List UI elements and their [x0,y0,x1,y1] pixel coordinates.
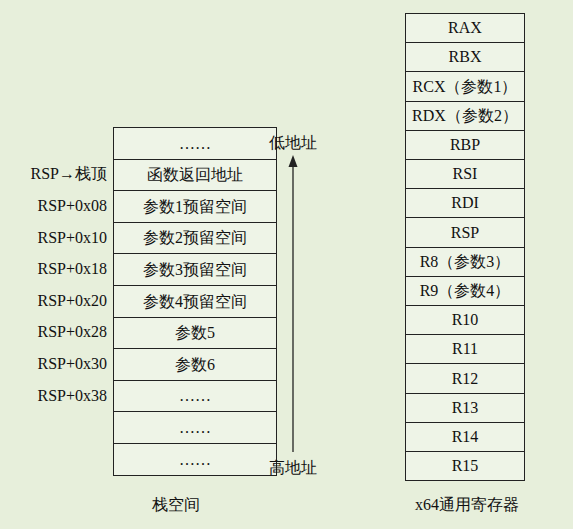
cell-text: …… [179,419,211,437]
register-cell: RSI [405,159,525,189]
offset-label: RSP+0x20 [38,292,108,310]
register-cell: R14 [405,422,525,452]
cell-text: R9（参数4） [420,282,511,300]
stack-cell: 参数6 [113,348,277,381]
cell-text: R14 [452,428,479,446]
cell-text: RDI [451,194,479,212]
register-cell: R15 [405,451,525,481]
cell-text: RAX [448,19,482,37]
address-label: 低地址 [269,134,317,152]
register-cell: RAX [405,13,525,43]
cell-text: 参数6 [175,356,215,374]
register-cell: RSP [405,217,525,248]
offset-label: RSP+0x10 [38,229,108,247]
stack-cell: 参数2预留空间 [113,222,277,254]
offset-label: RSP+0x28 [38,324,108,342]
offset-label: RSP+0x18 [38,260,108,278]
cell-text: RDX（参数2） [412,107,518,125]
offset-label: RSP+0x08 [38,197,108,215]
register-cell: R12 [405,363,525,394]
register-cell: RBP [405,130,525,160]
cell-text: R11 [452,340,478,358]
cell-text: R8（参数3） [420,253,511,271]
register-cell: R8（参数3） [405,247,525,277]
register-cell: RCX（参数1） [405,71,525,102]
register-cell: R9（参数4） [405,276,525,306]
stack-cell: …… [113,380,277,412]
cell-text: 参数4预留空间 [143,293,247,311]
stack-cell: 参数5 [113,317,277,349]
cell-text: R10 [452,311,479,329]
cell-text: R12 [452,370,479,388]
cell-text: 参数5 [175,324,215,342]
stack-cell: 函数返回地址 [113,159,277,191]
cell-text: …… [179,135,211,153]
cell-text: R13 [452,399,479,417]
cell-text: 参数2预留空间 [143,229,247,247]
cell-text: …… [179,387,211,405]
cell-text: R15 [452,457,479,475]
register-cell: R13 [405,393,525,423]
cell-text: 参数1预留空间 [143,198,247,216]
cell-text: RSP [451,224,479,242]
cell-text: RCX（参数1） [413,78,518,96]
register-cell: R11 [405,334,525,364]
cell-text: …… [179,451,211,469]
cell-text: RBX [449,48,482,66]
register-cell: RBX [405,42,525,72]
arrow-head [289,155,298,167]
register-cell: RDI [405,188,525,218]
stack-cell: 参数3预留空间 [113,253,277,286]
offset-label: RSP→栈顶 [31,166,107,184]
stack-cell: …… [113,411,277,444]
arrow-shaft [292,164,293,452]
cell-text: RBP [450,136,480,154]
offset-label: RSP+0x30 [38,355,108,373]
stack-cell: 参数4预留空间 [113,285,277,318]
offset-label: RSP+0x38 [38,387,108,405]
stack-cell: …… [113,127,277,160]
caption-label: x64通用寄存器 [415,496,519,514]
register-cell: RDX（参数2） [405,101,525,131]
cell-text: RSI [453,165,478,183]
address-label: 高地址 [269,459,317,477]
caption-label: 栈空间 [152,496,200,514]
cell-text: 参数3预留空间 [143,261,247,279]
register-cell: R10 [405,305,525,335]
cell-text: 函数返回地址 [147,166,243,184]
stack-cell: 参数1预留空间 [113,190,277,223]
stack-cell: …… [113,443,277,476]
